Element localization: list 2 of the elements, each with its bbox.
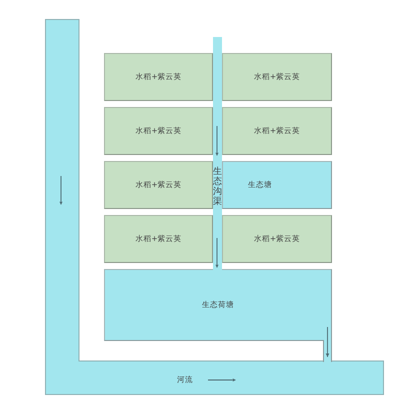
channel-strip: 生态沟渠 xyxy=(213,37,222,270)
arrow xyxy=(326,326,330,358)
